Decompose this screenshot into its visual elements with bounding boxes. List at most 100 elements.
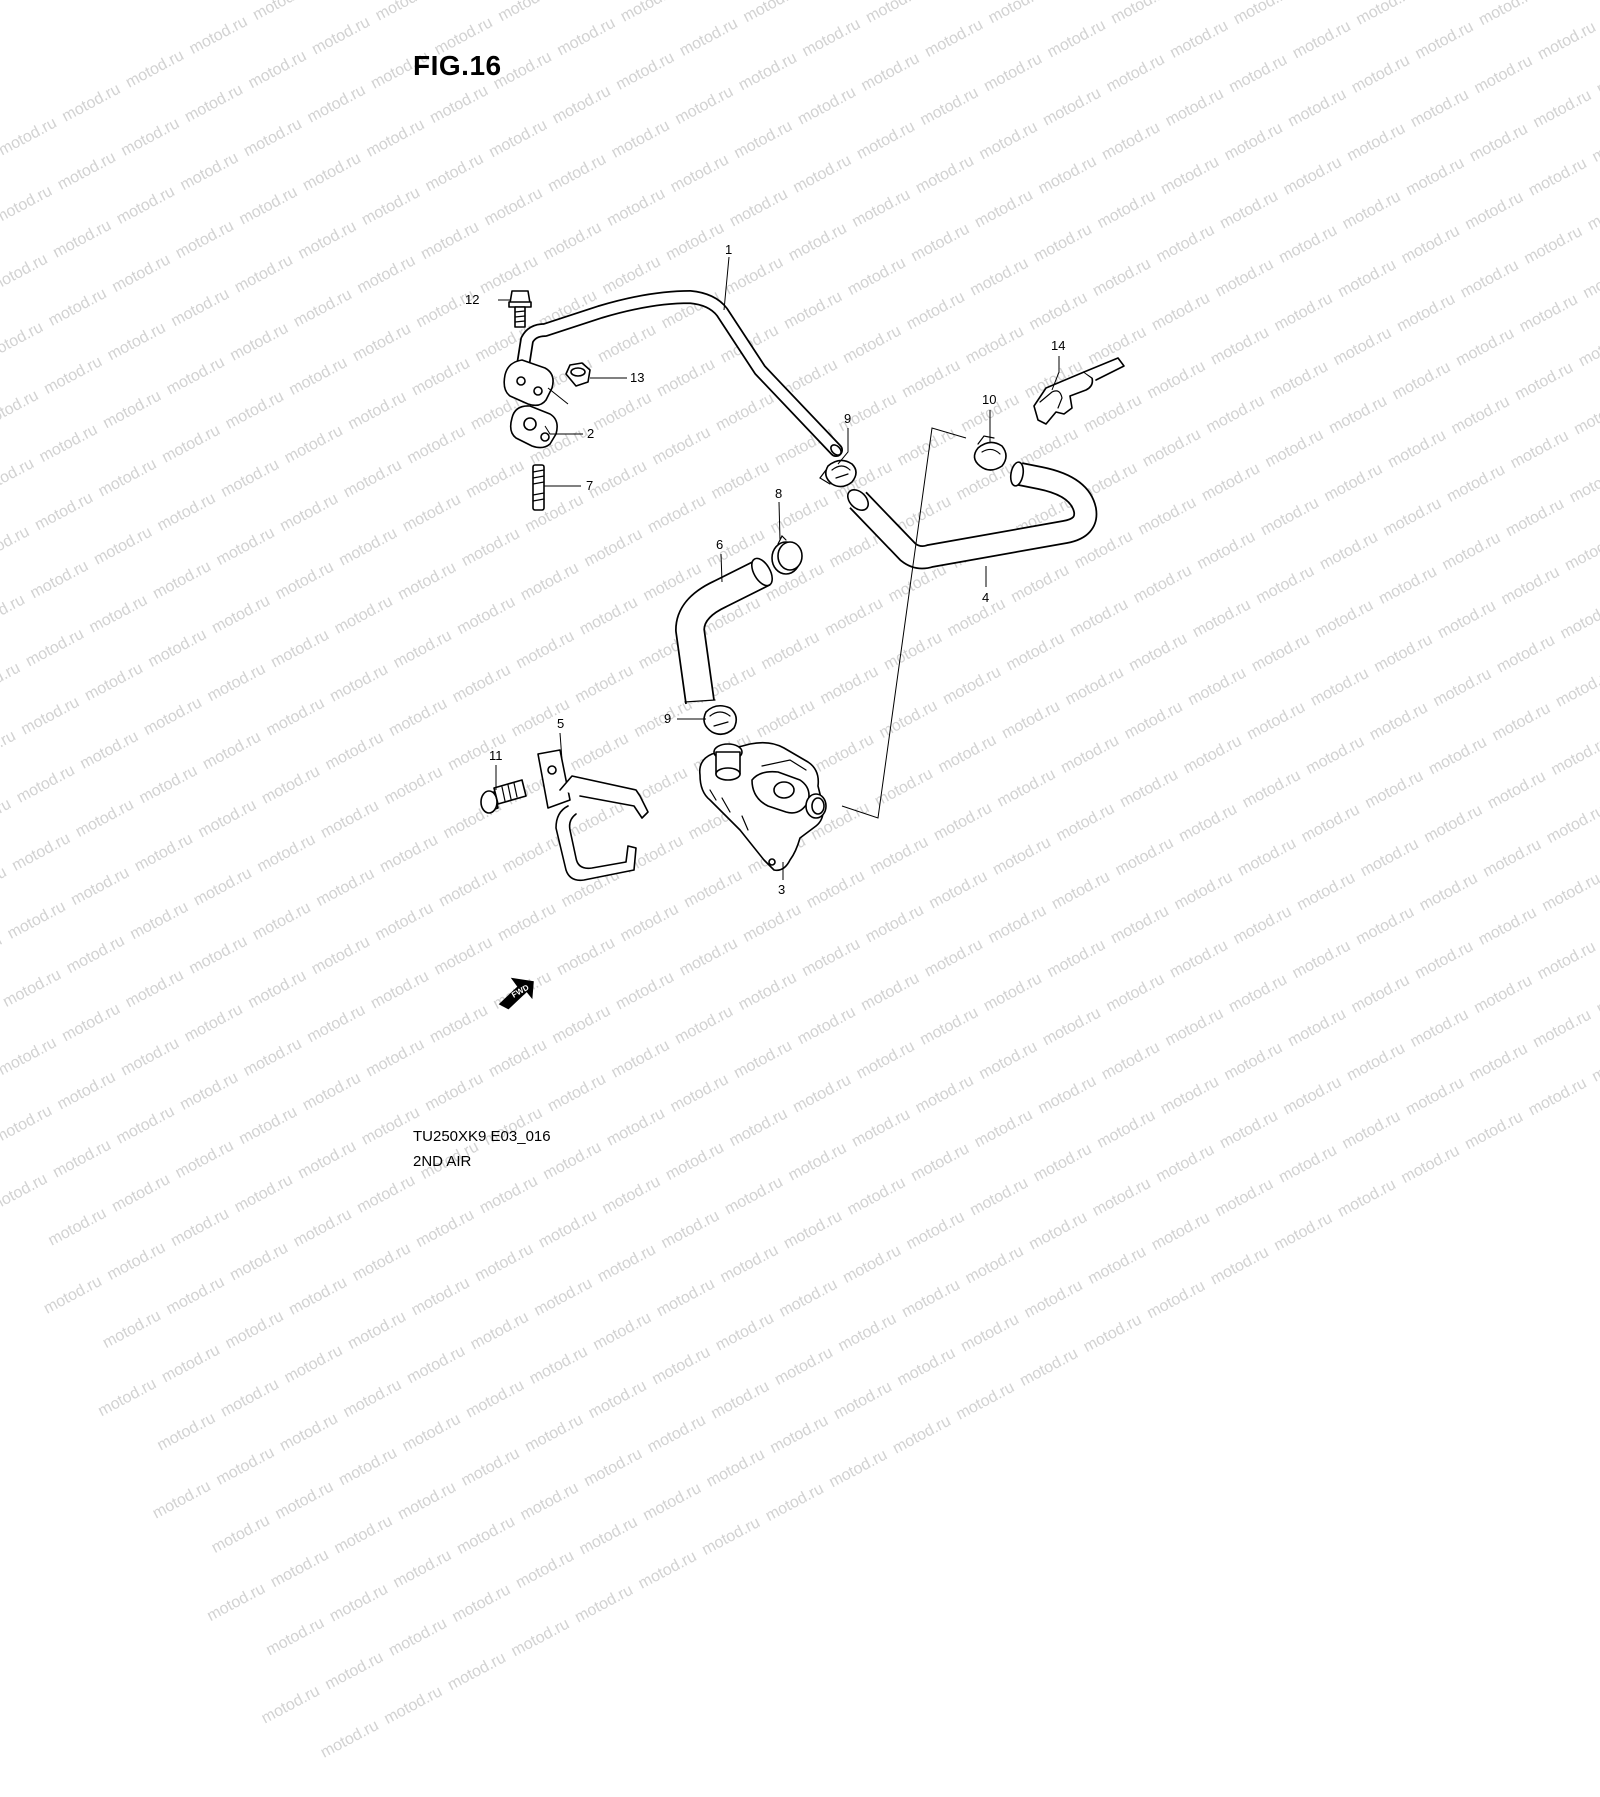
callout-8: 8 (775, 486, 782, 501)
watermark-text: motod.ru (445, 1491, 536, 1576)
watermark-text: motod.ru (336, 1286, 427, 1371)
watermark-text: motod.ru (576, 1356, 667, 1441)
watermark-text: motod.ru (1139, 1188, 1230, 1273)
watermark-text: motod.ru (567, 1492, 658, 1577)
callout-9-lower: 9 (664, 711, 671, 726)
watermark-text: motod.ru (91, 1285, 182, 1370)
part-12-bolt (509, 291, 531, 327)
callout-5: 5 (557, 716, 564, 731)
watermark-text: motod.ru (753, 1458, 844, 1543)
watermark-text: motod.ru (763, 1322, 854, 1407)
watermark-text: motod.ru (218, 1218, 309, 1303)
watermark-text: motod.ru (1262, 1188, 1353, 1273)
watermark-text: motod.ru (249, 1661, 340, 1746)
watermark-text: motod.ru (259, 1525, 350, 1610)
watermark-text: motod.ru (32, 1251, 123, 1336)
watermark-text: motod.ru (699, 1356, 790, 1441)
watermark-text: motod.ru (86, 1354, 177, 1439)
watermark-text: motod.ru (200, 1490, 291, 1575)
watermark-text: motod.ru (145, 1388, 236, 1473)
watermark-text: motod.ru (463, 1219, 554, 1304)
watermark-text: motod.ru (631, 1458, 722, 1543)
parts-diagram: FWD 1 2 3 4 5 6 7 8 9 9 10 11 12 13 (0, 0, 1600, 1200)
section-name: 2ND AIR (413, 1153, 471, 1170)
watermark-text: motod.ru (268, 1388, 359, 1473)
watermark-text: motod.ru (272, 1320, 363, 1405)
watermark-text: motod.ru (390, 1389, 481, 1474)
watermark-text: motod.ru (372, 1661, 463, 1746)
callout-4: 4 (982, 590, 989, 605)
watermark-text: motod.ru (944, 1357, 1035, 1442)
watermark-text: motod.ru (399, 1253, 490, 1338)
watermark-text: motod.ru (1071, 1289, 1162, 1374)
watermark-text: motod.ru (1135, 1256, 1226, 1341)
callout-7: 7 (586, 478, 593, 493)
watermark-text: motod.ru (704, 1288, 795, 1373)
watermark-text: motod.ru (708, 1220, 799, 1305)
watermark-text: motod.ru (499, 1594, 590, 1679)
part-1-flange (504, 360, 553, 405)
watermark-text: motod.ru (831, 1220, 922, 1305)
part-14-holder (1034, 358, 1124, 424)
watermark-text: motod.ru (458, 1287, 549, 1372)
watermark-text: motod.ru (195, 1558, 286, 1643)
watermark-text: motod.ru (322, 1491, 413, 1576)
watermark-text: motod.ru (209, 1354, 300, 1439)
watermark-text: motod.ru (690, 1492, 781, 1577)
callout-1: 1 (725, 242, 732, 257)
forward-arrow-icon: FWD (492, 971, 539, 1011)
watermark-text: motod.ru (440, 1559, 531, 1644)
callout-14: 14 (1051, 338, 1065, 353)
part-8-cap (772, 536, 802, 574)
watermark-text: motod.ru (949, 1289, 1040, 1374)
watermark-text: motod.ru (386, 1457, 477, 1542)
watermark-text: motod.ru (953, 1221, 1044, 1306)
watermark-text: motod.ru (826, 1288, 917, 1373)
watermark-text: motod.ru (586, 1219, 677, 1304)
callout-3: 3 (778, 882, 785, 897)
part-11-bolt (481, 780, 526, 813)
watermark-text: motod.ru (508, 1457, 599, 1542)
watermark-text: motod.ru (318, 1559, 409, 1644)
watermark-text: motod.ru (635, 1390, 726, 1475)
watermark-text: motod.ru (327, 1423, 418, 1508)
watermark-text: motod.ru (645, 1254, 736, 1339)
watermark-text: motod.ru (154, 1252, 245, 1337)
watermark-text: motod.ru (308, 1695, 399, 1780)
callout-13: 13 (630, 370, 644, 385)
watermark-text: motod.ru (141, 1456, 232, 1541)
watermark-text: motod.ru (277, 1252, 368, 1337)
figure-title: FIG.16 (413, 50, 502, 82)
watermark-text: motod.ru (640, 1322, 731, 1407)
watermark-text: motod.ru (513, 1389, 604, 1474)
callout-10: 10 (982, 392, 996, 407)
watermark-text: motod.ru (263, 1456, 354, 1541)
part-3-valve (700, 743, 826, 871)
watermark-text: motod.ru (377, 1593, 468, 1678)
watermark-text: motod.ru (454, 1355, 545, 1440)
callout-11: 11 (489, 748, 503, 763)
watermark-text: motod.ru (213, 1286, 304, 1371)
watermark-text: motod.ru (522, 1253, 613, 1338)
watermark-text: motod.ru (95, 1217, 186, 1302)
watermark-text: motod.ru (767, 1254, 858, 1339)
watermark-text: motod.ru (204, 1422, 295, 1507)
part-2-gasket (511, 406, 557, 448)
watermark-text: motod.ru (1008, 1323, 1099, 1408)
watermark-text: motod.ru (1076, 1221, 1167, 1306)
part-5-bracket (538, 750, 648, 880)
watermark-text: motod.ru (313, 1627, 404, 1712)
model-code: TU250XK9 E03_016 (413, 1128, 551, 1145)
watermark-text: motod.ru (150, 1320, 241, 1405)
part-13-nut (566, 363, 590, 386)
watermark-text: motod.ru (885, 1323, 976, 1408)
watermark-text: motod.ru (572, 1424, 663, 1509)
part-4-hose (844, 461, 1085, 557)
part-7-stud (533, 465, 544, 510)
watermark-text: motod.ru (822, 1357, 913, 1442)
watermark-text: motod.ru (694, 1424, 785, 1509)
watermark-text: motod.ru (517, 1321, 608, 1406)
watermark-text: motod.ru (890, 1255, 981, 1340)
part-6-hose (685, 555, 776, 702)
watermark-text: motod.ru (381, 1525, 472, 1610)
